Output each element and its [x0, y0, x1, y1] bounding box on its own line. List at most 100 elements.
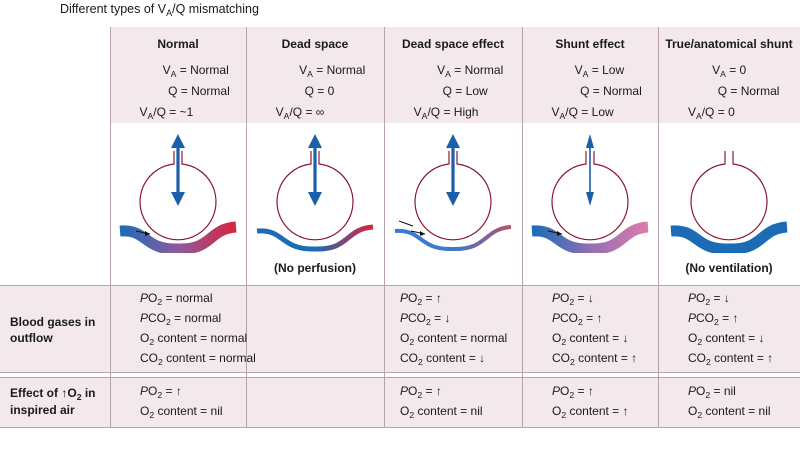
column-header: True/anatomical shunt [665, 37, 793, 51]
ratio-line: VA/Q = ~1 [139, 105, 194, 121]
column-header: Dead space [281, 37, 349, 51]
arrowhead-icon [557, 231, 562, 236]
alveolus-diagram [119, 134, 237, 253]
capillary [119, 221, 237, 253]
ratio-line: VA/Q = Low [551, 105, 614, 121]
parameters: VA = Normal Q = 0 VA/Q = ∞ [266, 63, 374, 126]
va-line: VA = Low [574, 63, 625, 79]
figure-title: Different types of VA/Q mismatching [60, 2, 259, 18]
blood_gases-item: CO2 content = ↓ [400, 351, 486, 367]
arrowhead-down-icon [308, 192, 322, 206]
alveolus [690, 151, 768, 241]
inflow-arrow-icon [398, 220, 414, 227]
column-divider [658, 27, 659, 427]
alveolus [551, 151, 629, 241]
va-line: VA = 0 [712, 63, 747, 79]
va-line: VA = Normal [299, 63, 366, 79]
blood_gases-item: PO2 = ↑ [400, 291, 442, 307]
column-header: Normal [157, 37, 199, 51]
arrowhead-down-icon [446, 192, 460, 206]
blood_gases-item: CO2 content = ↑ [552, 351, 638, 367]
q-line: Q = Normal [717, 84, 780, 98]
blood_gases-item: PCO2 = ↓ [400, 311, 451, 327]
blood_gases-item: PCO2 = normal [140, 311, 222, 327]
divider [0, 377, 800, 378]
blood_gases-item: O2 content = normal [140, 331, 248, 347]
effect-item: PO2 = ↑ [552, 384, 594, 400]
column-divider [522, 27, 523, 427]
effect-item: O2 content = nil [688, 404, 771, 420]
alveolus [414, 151, 492, 241]
alveolus [276, 151, 354, 241]
effect-item: O2 content = nil [400, 404, 483, 420]
va-line: VA = Normal [162, 63, 229, 79]
q-line: Q = Normal [580, 84, 642, 98]
alveolus-diagram [670, 151, 788, 253]
blood_gases-item: PCO2 = ↑ [552, 311, 603, 327]
arrowhead-icon [420, 231, 425, 236]
arrowhead-up-icon [171, 134, 185, 148]
ratio-line: VA/Q = 0 [687, 105, 735, 121]
blood_gases-item: CO2 content = normal [140, 351, 256, 367]
column-divider [246, 27, 247, 427]
effect-item: O2 content = nil [140, 404, 223, 420]
va-line: VA = Normal [437, 63, 504, 79]
column-divider [110, 27, 111, 427]
effect-item: PO2 = nil [688, 384, 736, 400]
arrowhead-down-icon [171, 192, 185, 206]
alveolus-diagram [394, 134, 512, 252]
alveolus-diagram [531, 134, 649, 253]
divider [0, 372, 800, 373]
ratio-line: VA/Q = High [413, 105, 479, 121]
blood_gases-item: PO2 = ↓ [688, 291, 730, 307]
arrowhead-icon [145, 231, 150, 236]
alveolus-diagram [256, 134, 374, 252]
diagram-note: (No perfusion) [274, 261, 356, 275]
arrowhead-up-icon [446, 134, 460, 148]
blood_gases-item: PO2 = normal [140, 291, 213, 307]
blood_gases-list: PO2 = ↓ PCO2 = ↑ O2 content = ↓ CO2 content… [552, 289, 637, 369]
capillary [394, 225, 512, 252]
blood_gases-item: O2 content = normal [400, 331, 508, 347]
diagram-note: (No ventilation) [685, 261, 773, 275]
blood_gases-list: PO2 = ↓ PCO2 = ↑ O2 content = ↓ CO2 content… [688, 289, 773, 369]
ratio-line: VA/Q = ∞ [275, 105, 325, 121]
effect-list: PO2 = ↑ O2 content = ↑ [552, 382, 629, 422]
capillary [531, 221, 649, 253]
capillary [256, 224, 374, 252]
q-line: Q = Low [442, 84, 488, 98]
header-band [110, 27, 800, 123]
q-line: Q = Normal [168, 84, 230, 98]
column-header: Shunt effect [555, 37, 625, 51]
effect-item: PO2 = ↑ [140, 384, 182, 400]
divider [0, 285, 800, 286]
column-divider [384, 27, 385, 427]
arrowhead-up-icon [308, 134, 322, 148]
capillary [670, 221, 788, 253]
blood_gases-item: PCO2 = ↑ [688, 311, 739, 327]
column-header: Dead space effect [401, 37, 505, 51]
effect-list: PO2 = ↑ O2 content = nil [400, 382, 483, 422]
blood-gases-band [0, 285, 800, 372]
blood_gases-item: O2 content = ↓ [552, 331, 629, 347]
effect-band [0, 377, 800, 427]
effect-item: PO2 = ↑ [400, 384, 442, 400]
q-line: Q = 0 [304, 84, 335, 98]
effect-list: PO2 = ↑ O2 content = nil [140, 382, 223, 422]
arrowhead-down-icon [586, 192, 594, 206]
effect-list: PO2 = nil O2 content = nil [688, 382, 771, 422]
effect-item: O2 content = ↑ [552, 404, 629, 420]
blood_gases-item: O2 content = ↓ [688, 331, 765, 347]
row-label-blood-gases: Blood gases in outflow [10, 315, 96, 345]
blood_gases-item: PO2 = ↓ [552, 291, 594, 307]
divider [0, 427, 800, 428]
row-label-effect: Effect of ↑O2 in inspired air [10, 386, 96, 417]
blood_gases-item: CO2 content = ↑ [688, 351, 774, 367]
arrowhead-up-icon [586, 134, 594, 148]
